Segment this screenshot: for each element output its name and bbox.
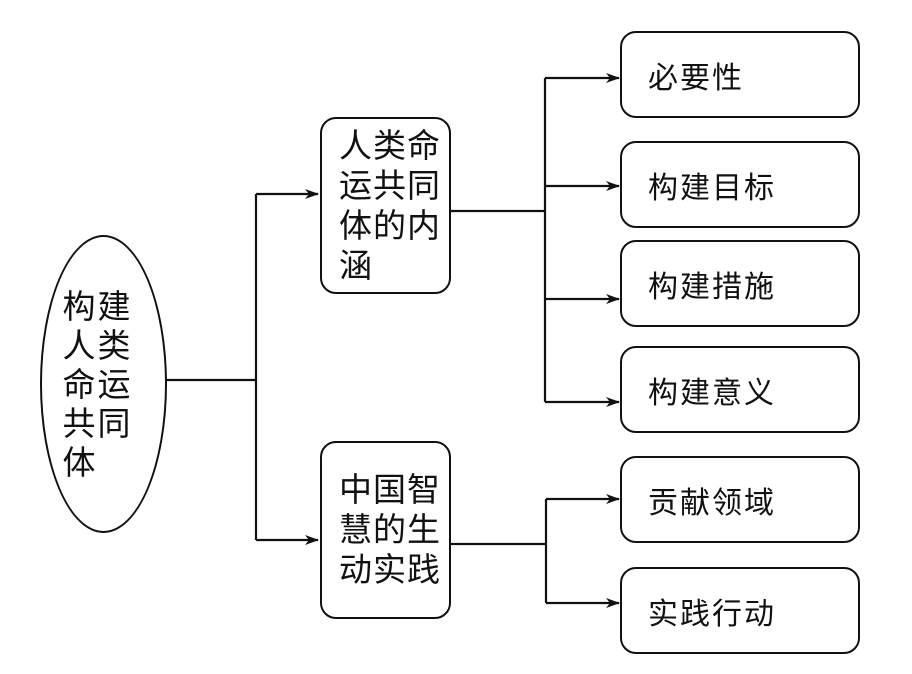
branch-node-practice: 中国智慧的生动实践 — [320, 441, 451, 619]
leaf-node: 构建目标 — [620, 141, 860, 228]
leaf-node: 构建措施 — [620, 240, 860, 327]
leaf-label: 实践行动 — [648, 596, 776, 632]
leaf-label: 必要性 — [648, 60, 744, 96]
leaf-node: 构建意义 — [620, 346, 860, 433]
leaf-node: 必要性 — [620, 31, 860, 118]
leaf-label: 贡献领域 — [648, 485, 776, 521]
leaf-label: 构建目标 — [648, 170, 776, 206]
leaf-label: 构建措施 — [648, 269, 776, 305]
branch-label: 中国智慧的生动实践 — [339, 470, 441, 589]
leaf-node: 贡献领域 — [620, 456, 860, 543]
leaf-label: 构建意义 — [648, 375, 776, 411]
leaf-node: 实践行动 — [620, 567, 860, 654]
branch-node-connotation: 人类命运共同体的内涵 — [320, 117, 451, 294]
root-node: 构建人类命运共同体 — [40, 235, 167, 533]
branch-label: 人类命运共同体的内涵 — [339, 125, 441, 285]
root-label: 构建人类命运共同体 — [62, 286, 133, 482]
